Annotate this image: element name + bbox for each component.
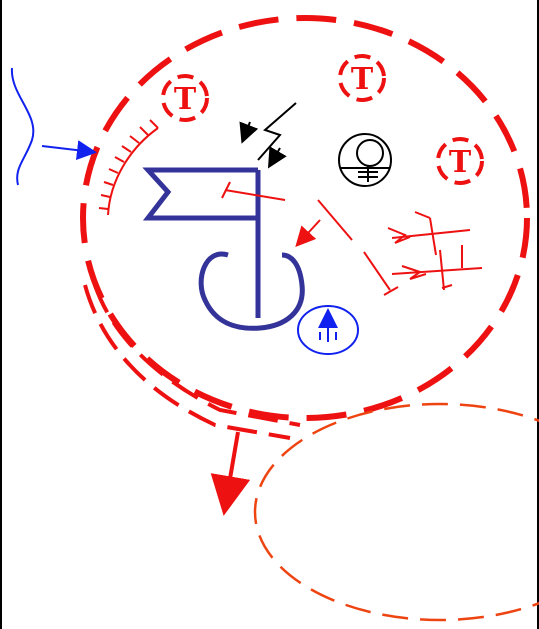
t-marker-label: T [449, 145, 472, 180]
circled-symbol-icon [339, 134, 391, 186]
lightning-icon [243, 103, 296, 165]
t-marker-label: T [174, 82, 197, 117]
movement-lines [222, 182, 398, 295]
t-marker-3: T [438, 139, 482, 183]
upward-arrow-circle-icon [298, 306, 358, 354]
secondary-area-boundary [255, 404, 539, 620]
boundary-tail-inner [95, 285, 300, 425]
wavy-boundary-icon [12, 68, 93, 185]
barbed-obstacle-icon [388, 212, 482, 290]
t-marker-2: T [340, 56, 384, 100]
t-marker-label: T [351, 62, 374, 97]
exit-arrow [225, 432, 238, 508]
horseshoe-icon [201, 254, 302, 328]
t-marker-1: T [163, 76, 207, 120]
